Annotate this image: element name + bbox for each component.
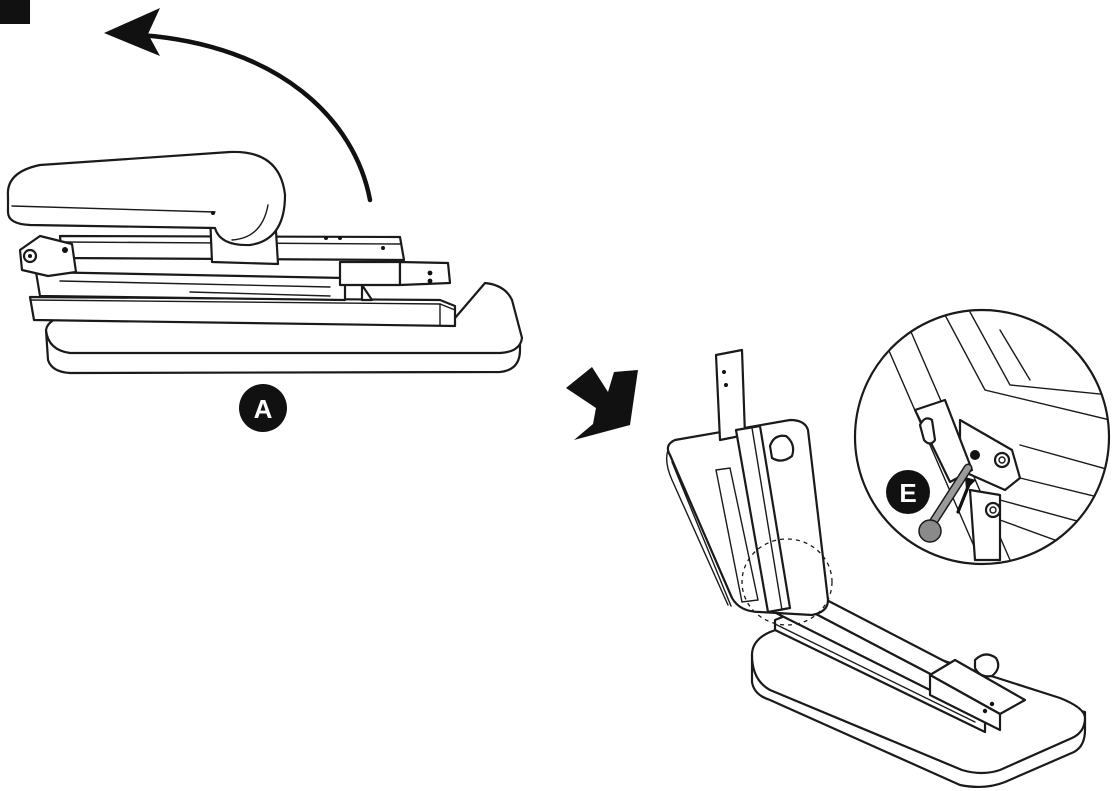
rotate-arrow [104,8,373,203]
marker-a: A [239,384,287,432]
marker-e-label: E [899,478,916,508]
unfolded-armrest [665,348,1087,789]
next-step-arrow [566,367,638,440]
marker-a-label: A [254,394,273,424]
detail-inset [853,308,1111,566]
hex-key-shaft [927,465,971,530]
detail-focus-circle [741,538,833,626]
step-number-box [0,0,30,24]
folded-armrest [6,150,524,375]
hex-key-handle [918,519,942,543]
marker-e: E [886,470,930,514]
